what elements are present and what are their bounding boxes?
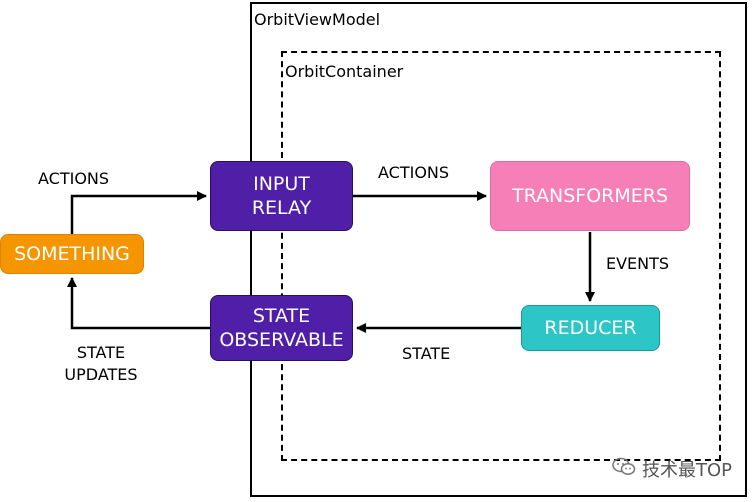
node-state-observable-line1: STATE bbox=[252, 305, 311, 327]
watermark: 技术最TOP bbox=[612, 456, 732, 482]
orbit-container-frame bbox=[281, 51, 721, 461]
label-state: STATE bbox=[402, 344, 451, 363]
label-state-updates-line2: UPDATES bbox=[64, 365, 138, 384]
label-events: EVENTS bbox=[606, 254, 670, 273]
node-transformers: TRANSFORMERS bbox=[490, 161, 690, 231]
label-state-updates-line1: STATE bbox=[76, 343, 126, 362]
node-reducer-label: REDUCER bbox=[544, 317, 637, 339]
node-input-relay-line1: INPUT bbox=[253, 173, 310, 195]
node-reducer: REDUCER bbox=[521, 305, 660, 351]
orbit-viewmodel-frame bbox=[250, 2, 747, 497]
wechat-icon bbox=[612, 457, 636, 482]
node-something-label: SOMETHING bbox=[14, 243, 130, 265]
node-input-relay-line2: RELAY bbox=[251, 197, 312, 219]
label-state-updates: STATE UPDATES bbox=[58, 342, 144, 386]
edge-state-updates bbox=[67, 277, 210, 330]
edge-actions-in bbox=[70, 191, 207, 234]
node-transformers-label: TRANSFORMERS bbox=[511, 185, 669, 207]
node-input-relay: INPUT RELAY bbox=[210, 161, 353, 231]
watermark-text: 技术最TOP bbox=[642, 460, 733, 481]
node-something: SOMETHING bbox=[0, 234, 144, 274]
label-actions-in: ACTIONS bbox=[38, 169, 110, 188]
node-state-observable-line2: OBSERVABLE bbox=[219, 329, 344, 351]
orbit-container-title: OrbitContainer bbox=[285, 62, 404, 81]
node-state-observable: STATE OBSERVABLE bbox=[210, 295, 353, 361]
orbit-viewmodel-title: OrbitViewModel bbox=[254, 10, 381, 29]
label-actions-out: ACTIONS bbox=[378, 163, 450, 182]
